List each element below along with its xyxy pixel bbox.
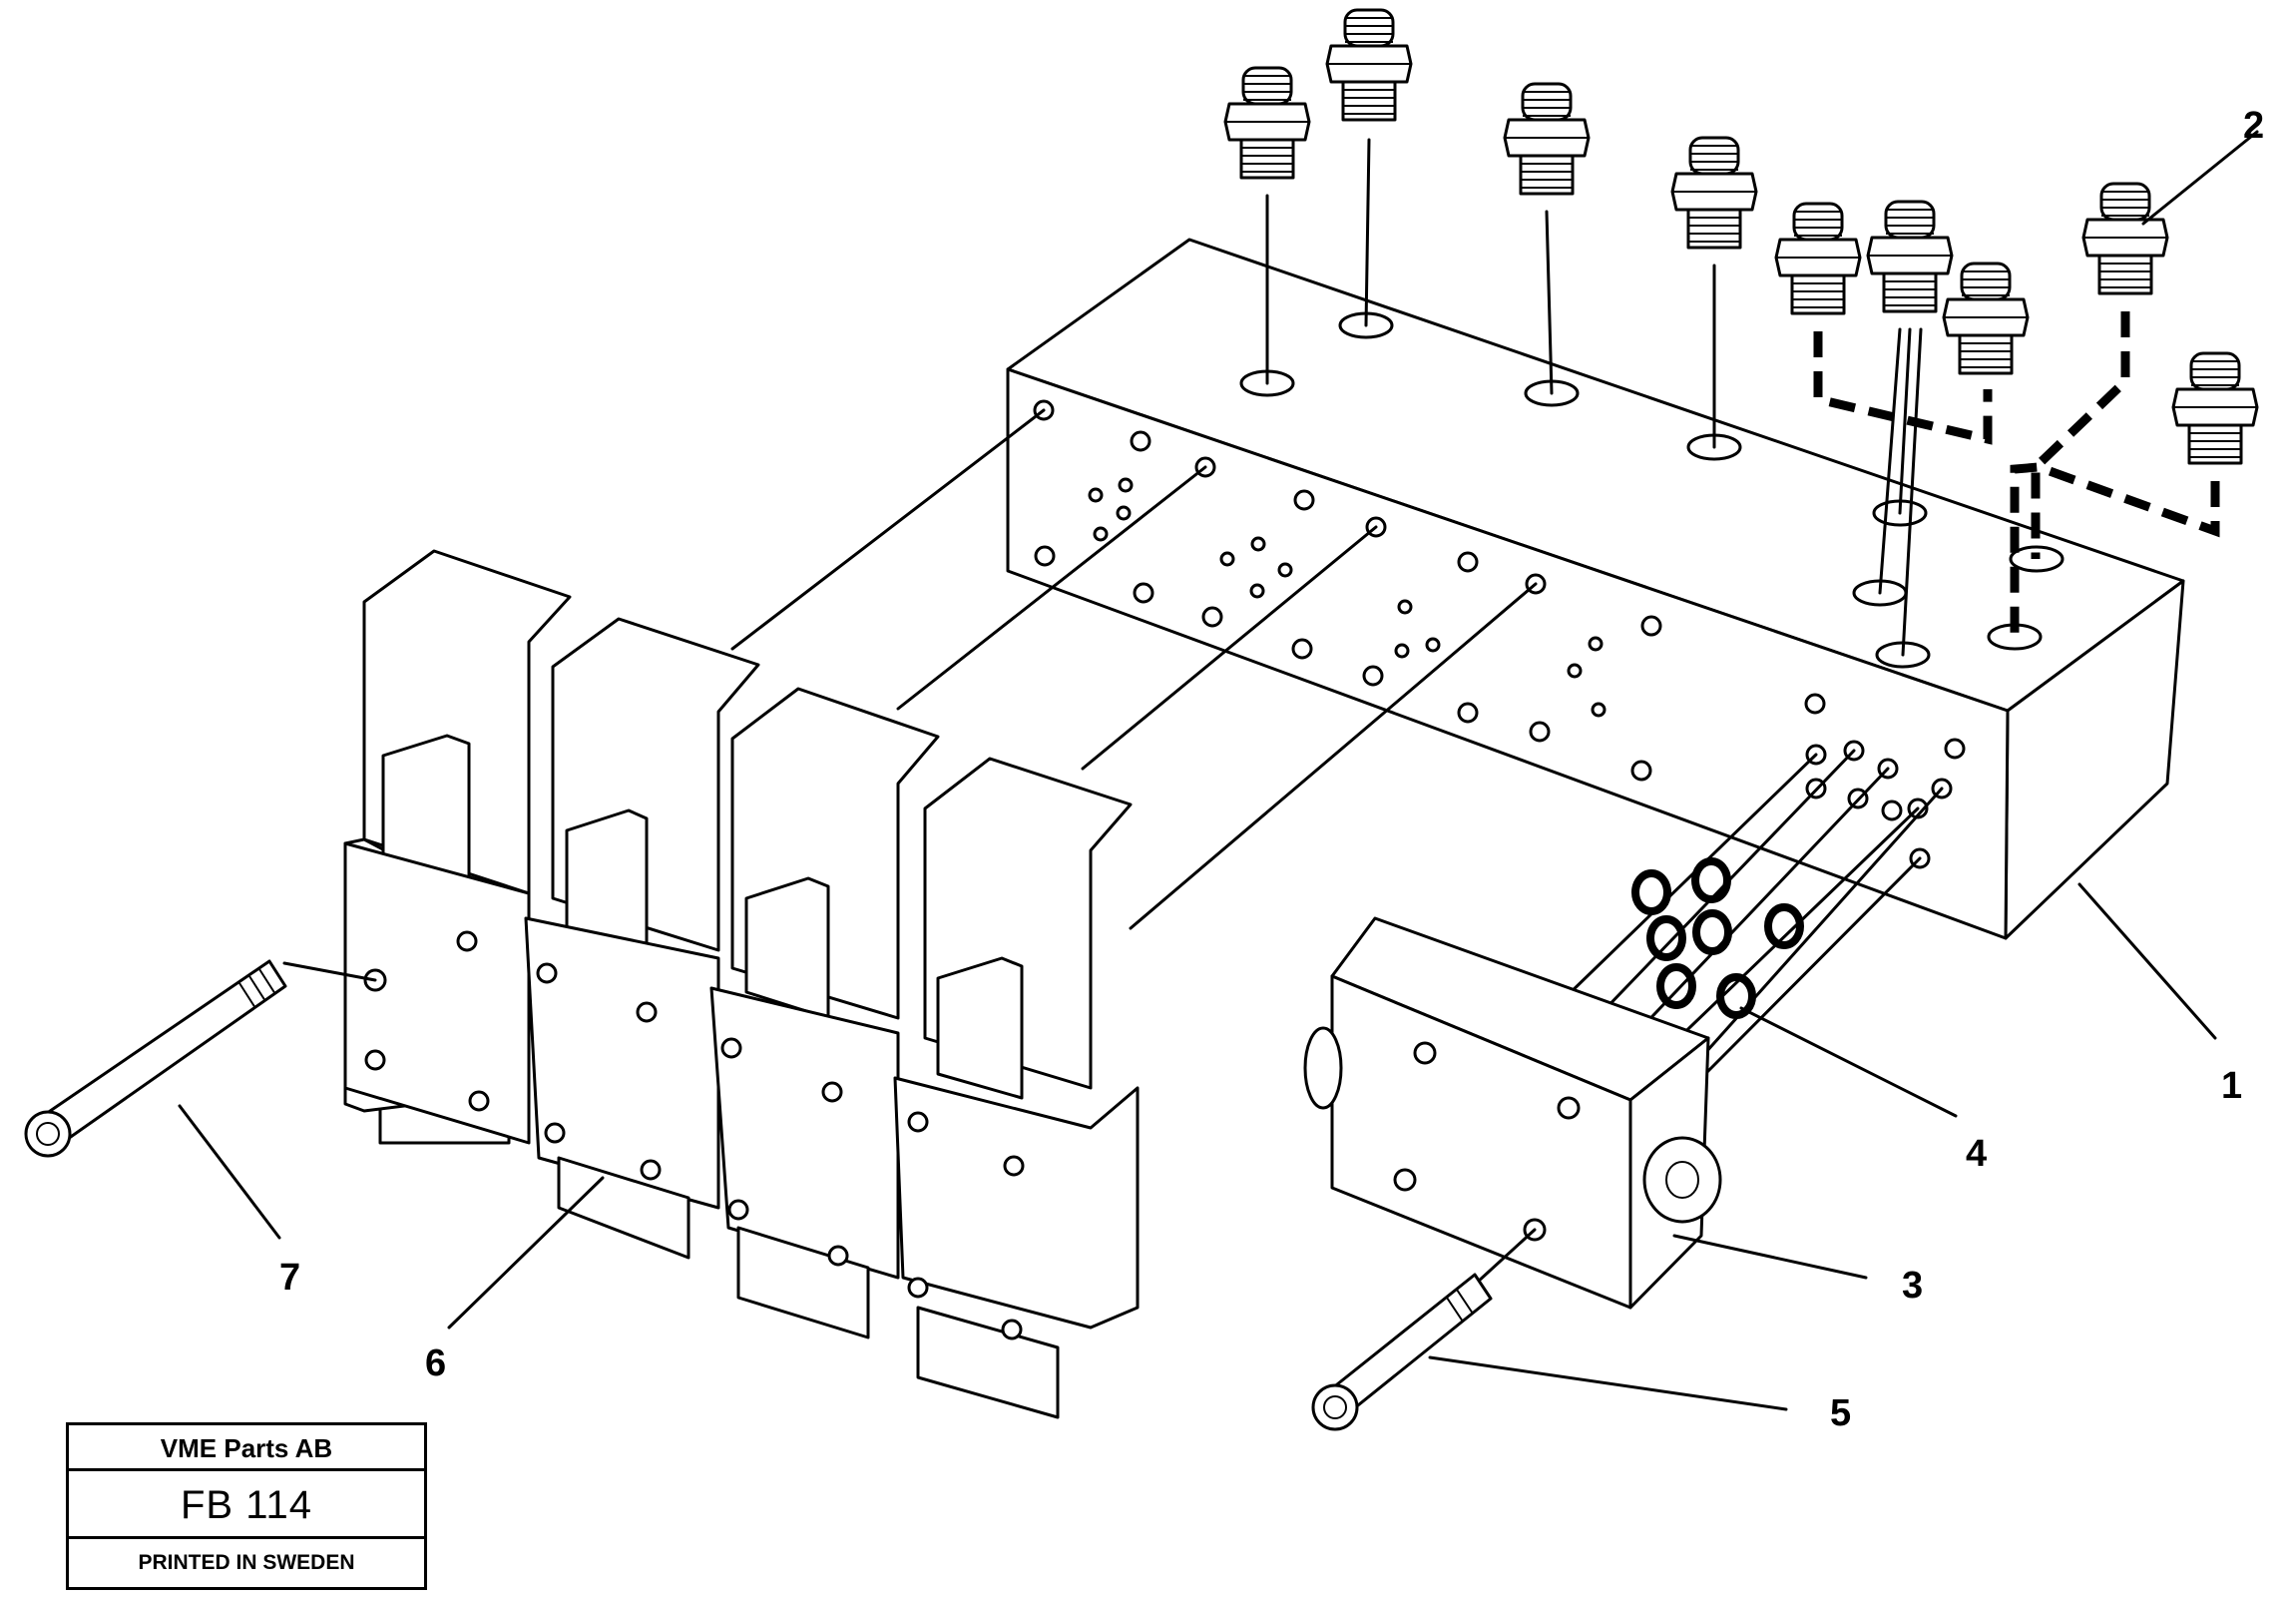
callout-7: 7 (279, 1257, 300, 1299)
cover-block (1303, 916, 1722, 1310)
short-bolt (1311, 1228, 1537, 1431)
figure-reference: FB 114 (69, 1471, 424, 1539)
plug-side (1642, 1136, 1722, 1224)
solenoid-valve-1 (343, 549, 572, 1145)
fitting-1 (1223, 66, 1311, 385)
fitting-2 (1325, 8, 1413, 327)
fitting-3 (1503, 82, 1591, 395)
solenoid-valve-3 (709, 687, 940, 1339)
manifold-front-holes (1033, 399, 1826, 782)
fitting-9 (2171, 351, 2259, 465)
title-block: VME Parts AB FB 114 PRINTED IN SWEDEN (66, 1422, 427, 1590)
long-bolt (24, 959, 377, 1158)
manifold-block (1006, 238, 2185, 940)
fitting-5 (1774, 202, 1862, 315)
fittings-group (1223, 8, 2259, 657)
callout-leaders (178, 130, 2259, 1411)
callout-3: 3 (1902, 1265, 1923, 1307)
fitting-4 (1670, 136, 1758, 449)
callout-4: 4 (1966, 1133, 1987, 1175)
callout-2: 2 (2243, 105, 2264, 147)
solenoid-valve-2 (524, 617, 760, 1260)
callout-5: 5 (1830, 1392, 1851, 1434)
callout-6: 6 (425, 1342, 446, 1384)
manifold-top-ports (1239, 311, 2065, 669)
solenoid-valve-4 (893, 757, 1140, 1419)
fitting-6 (1866, 200, 1954, 657)
dashed-leader-b (2031, 311, 2130, 559)
o-rings (1631, 857, 1804, 1019)
printed-note: PRINTED IN SWEDEN (138, 1551, 355, 1574)
callout-1: 1 (2221, 1065, 2242, 1107)
fitting-8 (2081, 182, 2169, 295)
fitting-7 (1942, 262, 2030, 375)
company-name: VME Parts AB (69, 1425, 424, 1471)
